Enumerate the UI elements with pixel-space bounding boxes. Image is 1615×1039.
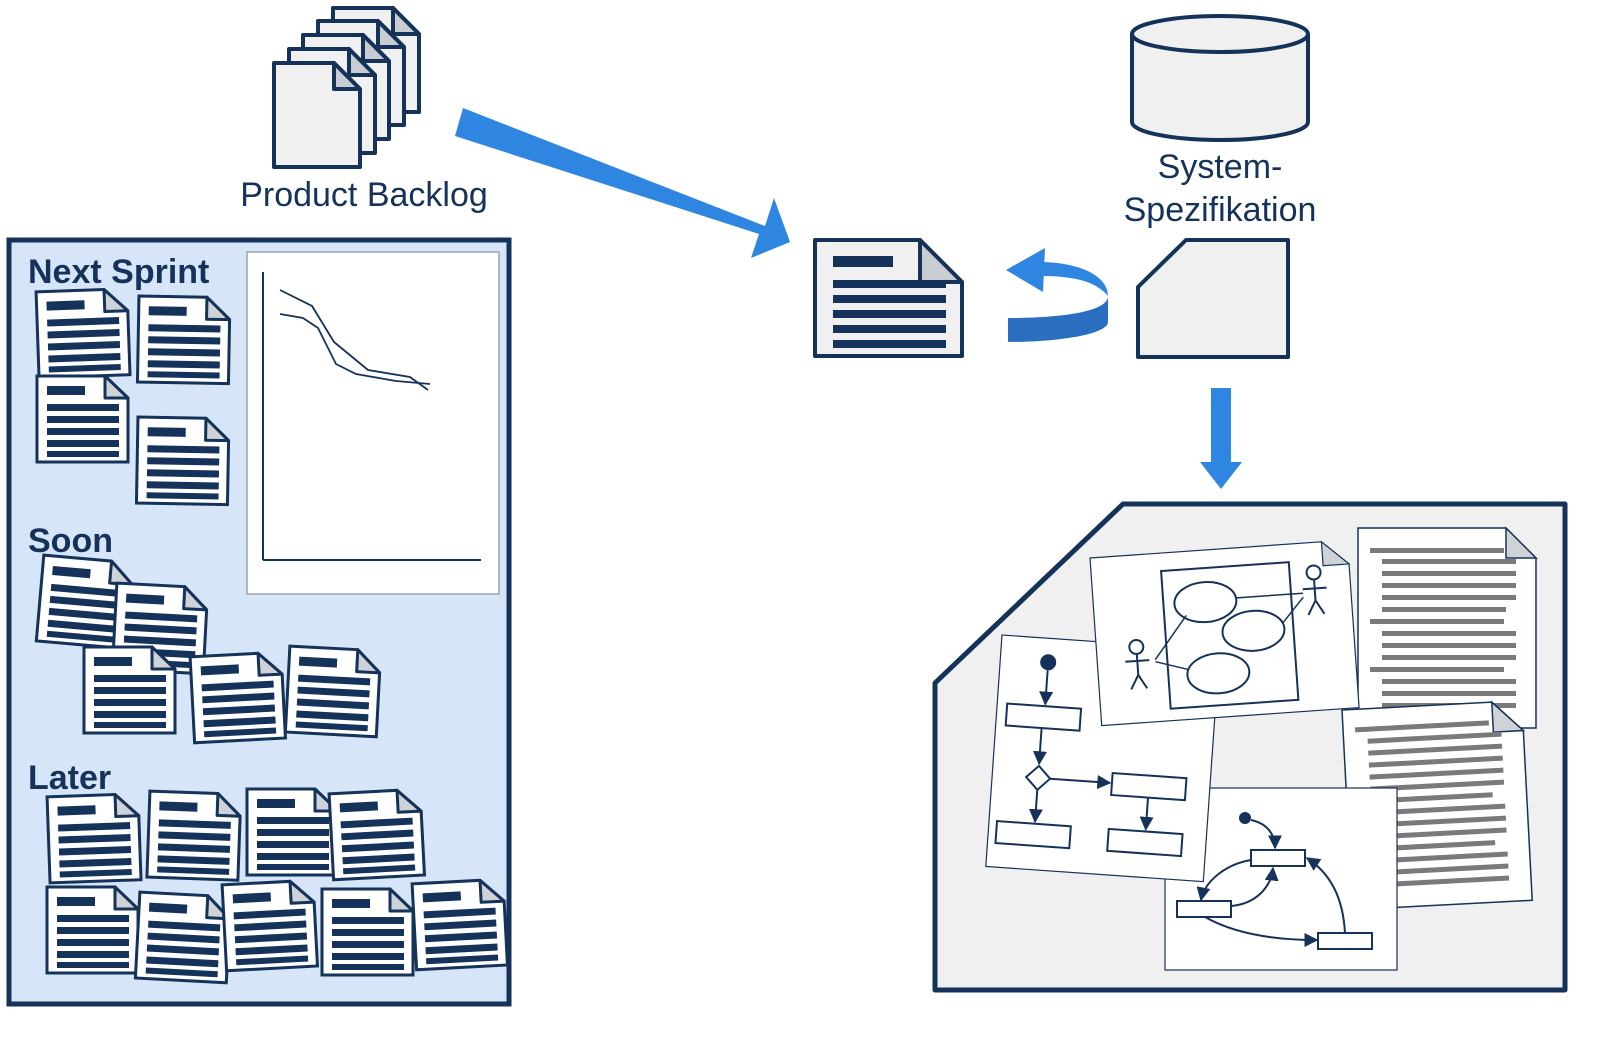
list-item bbox=[283, 644, 383, 739]
later-heading: Later bbox=[28, 759, 111, 797]
folded-document-icon bbox=[1136, 238, 1290, 359]
list-item bbox=[327, 787, 426, 882]
system-spec-label-line2: Spezifikation bbox=[1124, 191, 1317, 229]
list-item bbox=[135, 294, 232, 386]
text-page bbox=[1357, 526, 1538, 729]
list-item bbox=[45, 885, 140, 975]
list-item bbox=[35, 374, 130, 464]
curved-arrow-icon bbox=[1006, 248, 1108, 342]
next-sprint-heading: Next Sprint bbox=[28, 253, 209, 291]
list-item bbox=[145, 789, 243, 882]
database-cylinder-icon bbox=[1130, 14, 1310, 142]
list-item bbox=[45, 792, 143, 885]
flow-arrow-icon bbox=[455, 108, 790, 258]
down-arrow-icon bbox=[1200, 388, 1242, 489]
list-item bbox=[134, 415, 231, 507]
backlog-stack-icon bbox=[272, 6, 421, 169]
system-spec-label-line1: System- bbox=[1158, 148, 1283, 186]
burndown-chart bbox=[246, 251, 500, 595]
list-item bbox=[133, 890, 233, 985]
sprint-document-icon bbox=[813, 238, 964, 358]
list-item bbox=[320, 887, 415, 977]
actor-icon bbox=[1125, 638, 1150, 690]
list-item bbox=[188, 650, 287, 745]
list-item bbox=[410, 877, 509, 972]
list-item bbox=[245, 787, 340, 877]
actor-icon bbox=[1302, 564, 1327, 616]
product-backlog-label: Product Backlog bbox=[240, 176, 488, 214]
uml-diagram-collage bbox=[932, 501, 1568, 993]
soon-heading: Soon bbox=[28, 522, 113, 560]
list-item bbox=[82, 645, 177, 735]
list-item bbox=[220, 878, 319, 973]
use-case-diagram bbox=[1089, 540, 1360, 727]
list-item bbox=[34, 287, 132, 380]
